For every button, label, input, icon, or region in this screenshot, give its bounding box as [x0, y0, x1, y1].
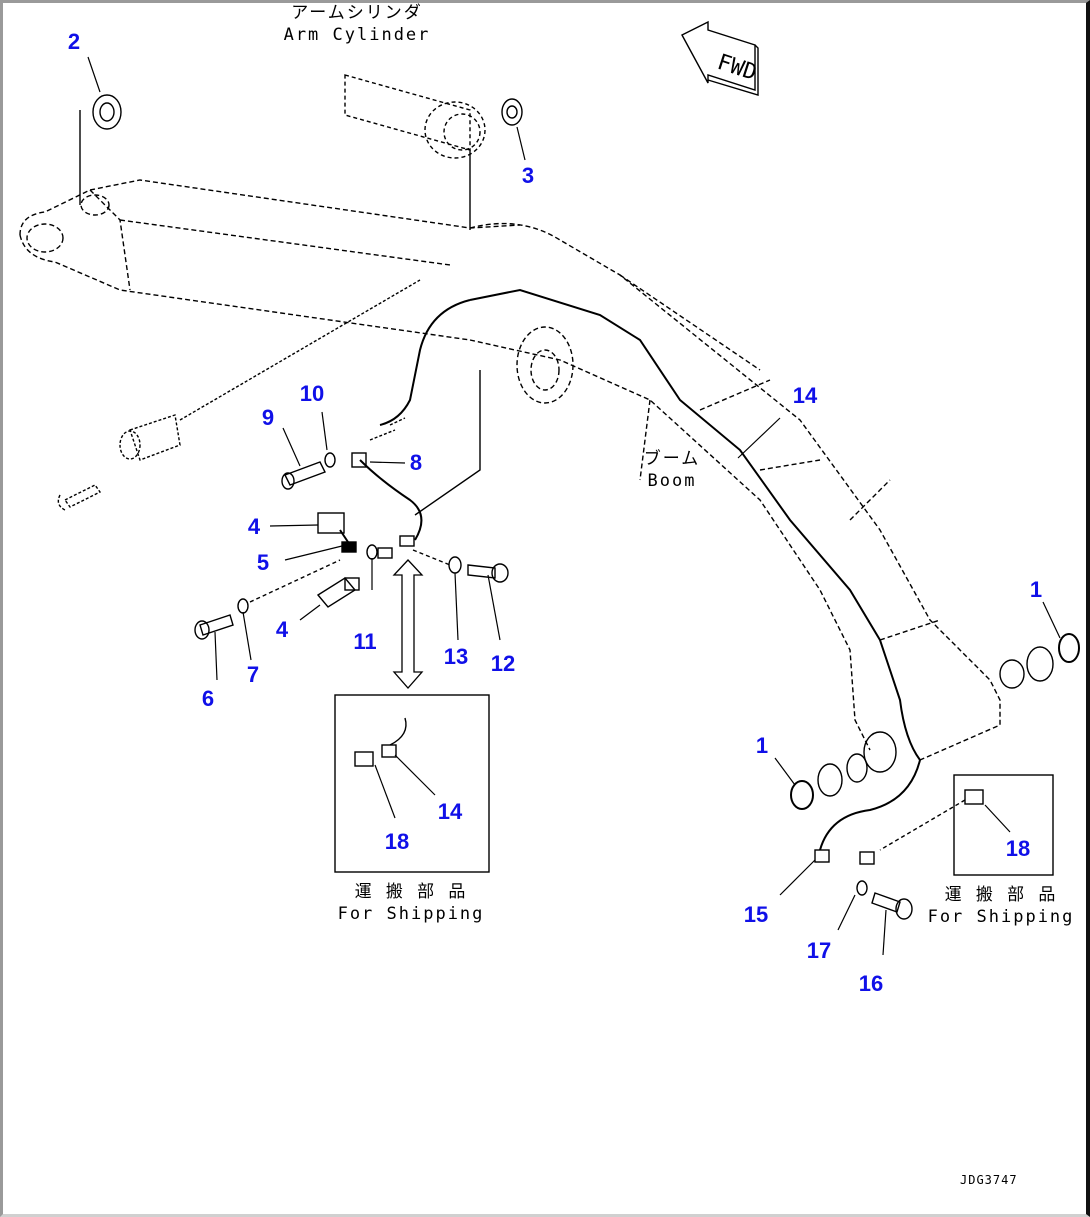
callout-18-shipping-1[interactable]: 18 — [384, 829, 410, 854]
connector-4-lower — [316, 577, 357, 608]
shipping-caption-1: 運 搬 部 品 For Shipping — [338, 881, 485, 925]
arm-cylinder-label-en: Arm Cylinder — [283, 25, 431, 45]
bolt-12 — [467, 563, 509, 583]
pin-assembly — [57, 279, 421, 511]
clip-5 — [341, 541, 357, 553]
callout-11[interactable]: 11 — [353, 629, 377, 654]
bushings-right — [999, 633, 1080, 689]
bushings-left — [790, 731, 897, 810]
shipping-caption-1-jp: 運 搬 部 品 — [354, 882, 468, 902]
bolt-16 — [871, 892, 913, 920]
callout-7[interactable]: 7 — [246, 662, 260, 687]
callout-13[interactable]: 13 — [443, 644, 469, 669]
washer-10 — [324, 452, 336, 468]
boom-structure — [469, 222, 1001, 761]
callout-1-right[interactable]: 1 — [1029, 577, 1043, 602]
callout-9[interactable]: 9 — [261, 405, 275, 430]
callout-16[interactable]: 16 — [858, 971, 884, 996]
wire-harness — [339, 288, 922, 851]
callout-6[interactable]: 6 — [201, 686, 215, 711]
shipping-caption-2: 運 搬 部 品 For Shipping — [928, 884, 1075, 928]
washer-13 — [448, 556, 462, 574]
callout-18-shipping-2[interactable]: 18 — [1005, 836, 1031, 861]
washer-17 — [856, 880, 868, 896]
callout-14-shipping[interactable]: 14 — [437, 799, 463, 824]
callout-15[interactable]: 15 — [743, 902, 769, 927]
shipping-caption-2-en: For Shipping — [927, 907, 1075, 927]
connector-8 — [351, 452, 367, 468]
double-arrow — [392, 559, 424, 689]
callout-17[interactable]: 17 — [806, 938, 832, 963]
boom-label-jp: ブーム — [643, 449, 701, 469]
boom-label: ブーム Boom — [644, 448, 701, 492]
fwd-arrow-icon — [681, 20, 759, 96]
callout-4-lower[interactable]: 4 — [275, 617, 289, 642]
callout-1-left[interactable]: 1 — [755, 733, 769, 758]
callout-4-upper[interactable]: 4 — [247, 514, 261, 539]
callout-3[interactable]: 3 — [521, 163, 535, 188]
washer-2 — [92, 94, 122, 130]
connector-4-upper — [317, 512, 345, 534]
callout-10[interactable]: 10 — [299, 381, 325, 406]
callout-14-boom[interactable]: 14 — [792, 383, 818, 408]
arm-cylinder-body — [344, 74, 486, 159]
shipping-caption-1-en: For Shipping — [337, 904, 485, 924]
arm-cylinder-label: アームシリンダ Arm Cylinder — [284, 2, 431, 46]
shipping-box-1-border — [334, 694, 490, 873]
fwd-label: FWD — [714, 50, 760, 86]
drawing-id: JDG3747 — [960, 1173, 1018, 1187]
shipping-caption-2-jp: 運 搬 部 品 — [944, 885, 1058, 905]
bolt-6 — [194, 614, 234, 640]
callout-12[interactable]: 12 — [490, 651, 516, 676]
callout-8[interactable]: 8 — [409, 450, 423, 475]
connector-15 — [814, 849, 830, 863]
callout-2[interactable]: 2 — [67, 29, 81, 54]
bolt-9 — [281, 461, 326, 490]
washer-7 — [237, 598, 249, 614]
clamp-11 — [366, 544, 378, 560]
leader-lines — [87, 56, 1061, 956]
callout-5[interactable]: 5 — [256, 550, 270, 575]
shipping-box-2-border — [953, 774, 1054, 876]
arm-cylinder-label-jp: アームシリンダ — [291, 3, 423, 23]
nut-3 — [501, 98, 523, 126]
boom-label-en: Boom — [647, 471, 697, 491]
arm-structure — [19, 179, 521, 341]
